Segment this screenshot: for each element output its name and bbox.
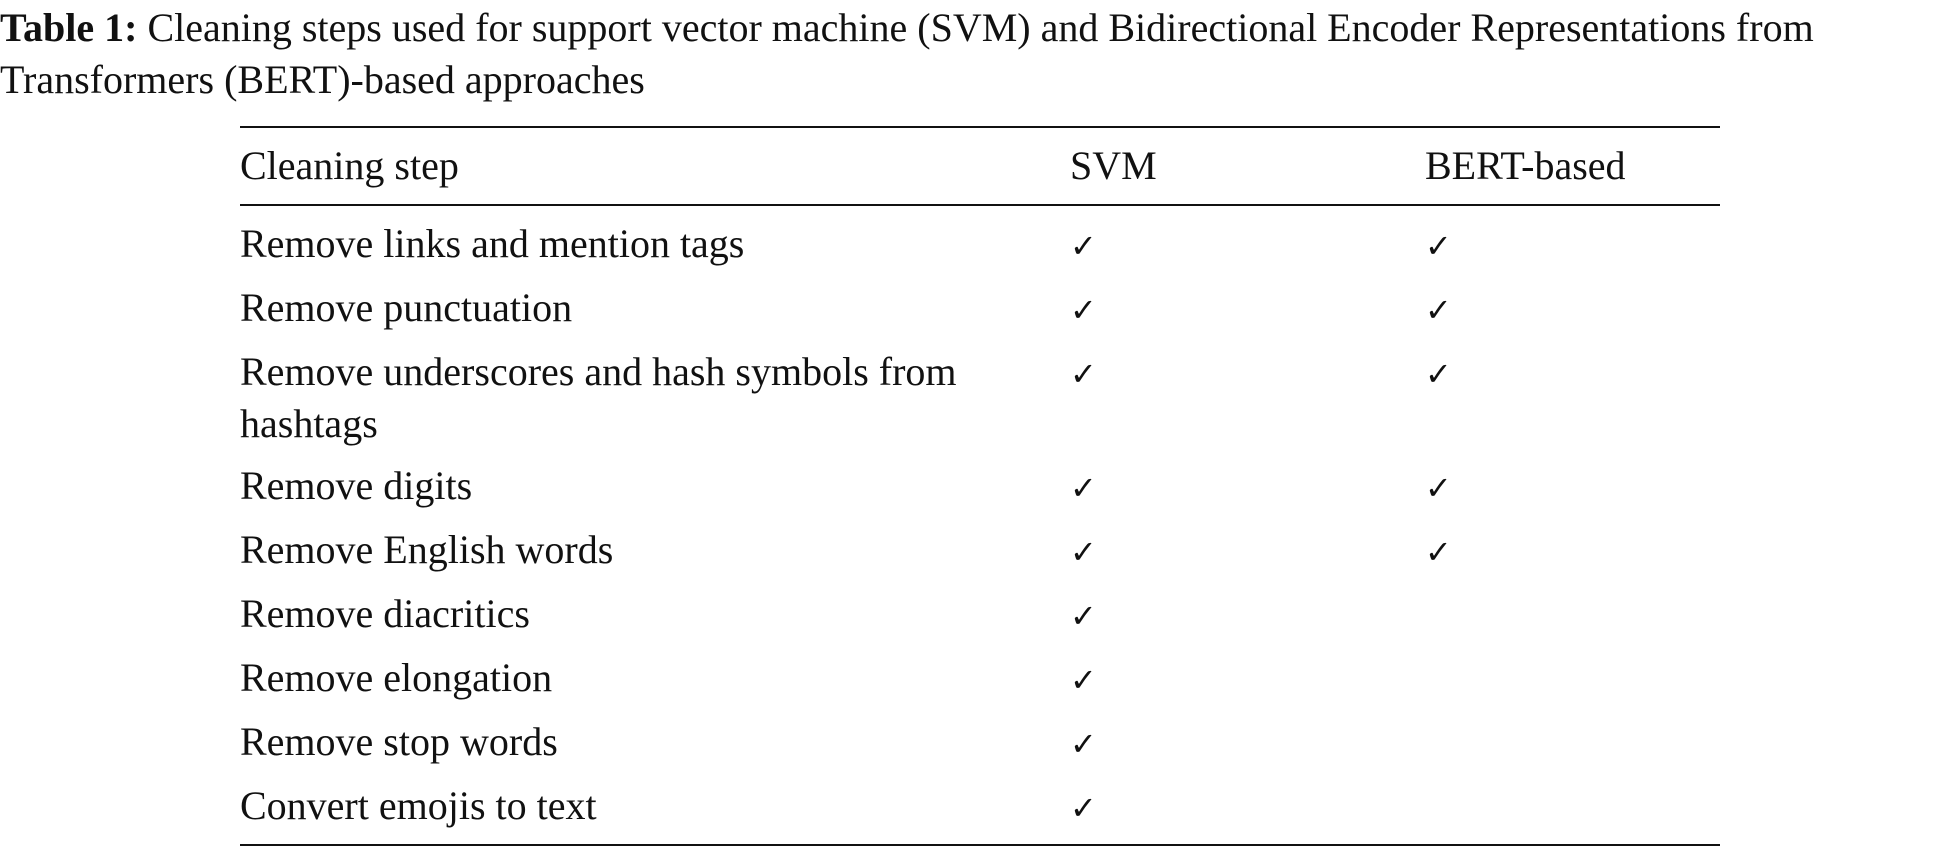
table-body: Remove links and mention tags ✓ ✓ Remove… xyxy=(240,205,1720,845)
cell-svm: ✓ xyxy=(1070,519,1425,583)
cell-bert xyxy=(1425,647,1720,711)
cell-step: Remove diacritics xyxy=(240,591,530,636)
checkmark-icon: ✓ xyxy=(1070,227,1097,265)
checkmark-icon: ✓ xyxy=(1070,469,1097,507)
checkmark-icon: ✓ xyxy=(1425,355,1452,393)
checkmark-icon: ✓ xyxy=(1070,789,1097,827)
cell-bert: ✓ xyxy=(1425,455,1720,519)
checkmark-icon: ✓ xyxy=(1425,469,1452,507)
checkmark-icon: ✓ xyxy=(1070,355,1097,393)
checkmark-icon: ✓ xyxy=(1425,533,1452,571)
cleaning-steps-table-container: Cleaning step SVM BERT-based Remove link… xyxy=(240,126,1720,846)
cell-svm: ✓ xyxy=(1070,583,1425,647)
checkmark-icon: ✓ xyxy=(1070,661,1097,699)
cell-step: Remove English words xyxy=(240,527,614,572)
cell-bert: ✓ xyxy=(1425,341,1720,455)
cell-svm: ✓ xyxy=(1070,205,1425,277)
cell-bert: ✓ xyxy=(1425,277,1720,341)
header-svm: SVM xyxy=(1070,143,1157,188)
cell-step: Remove stop words xyxy=(240,719,558,764)
table-row: Remove elongation ✓ xyxy=(240,647,1720,711)
cell-svm: ✓ xyxy=(1070,711,1425,775)
cell-bert xyxy=(1425,711,1720,775)
cell-svm: ✓ xyxy=(1070,647,1425,711)
cell-step: Remove punctuation xyxy=(240,285,573,330)
table-caption: Table 1: Cleaning steps used for support… xyxy=(0,2,1954,106)
cleaning-steps-table: Cleaning step SVM BERT-based Remove link… xyxy=(240,126,1720,846)
cell-svm: ✓ xyxy=(1070,277,1425,341)
table-row: Convert emojis to text ✓ xyxy=(240,775,1720,845)
checkmark-icon: ✓ xyxy=(1070,597,1097,635)
checkmark-icon: ✓ xyxy=(1070,725,1097,763)
cell-step: Remove elongation xyxy=(240,655,553,700)
table-row: Remove English words ✓ ✓ xyxy=(240,519,1720,583)
caption-text: Cleaning steps used for support vector m… xyxy=(0,5,1814,102)
header-row: Cleaning step SVM BERT-based xyxy=(240,127,1720,205)
table-row: Remove digits ✓ ✓ xyxy=(240,455,1720,519)
table-row: Remove stop words ✓ xyxy=(240,711,1720,775)
table-header: Cleaning step SVM BERT-based xyxy=(240,127,1720,205)
table-row: Remove underscores and hash symbols from… xyxy=(240,341,1720,455)
checkmark-icon: ✓ xyxy=(1070,291,1097,329)
header-cleaning-step: Cleaning step xyxy=(240,143,459,188)
table-row: Remove diacritics ✓ xyxy=(240,583,1720,647)
checkmark-icon: ✓ xyxy=(1425,227,1452,265)
cell-svm: ✓ xyxy=(1070,341,1425,455)
cell-step: Remove links and mention tags xyxy=(240,221,745,266)
cell-svm: ✓ xyxy=(1070,455,1425,519)
table-row: Remove links and mention tags ✓ ✓ xyxy=(240,205,1720,277)
cell-bert xyxy=(1425,775,1720,845)
cell-step: Remove underscores and hash symbols from… xyxy=(240,349,957,446)
cell-bert: ✓ xyxy=(1425,519,1720,583)
cell-svm: ✓ xyxy=(1070,775,1425,845)
cell-step: Remove digits xyxy=(240,463,473,508)
checkmark-icon: ✓ xyxy=(1070,533,1097,571)
cell-bert xyxy=(1425,583,1720,647)
cell-bert: ✓ xyxy=(1425,205,1720,277)
header-bert-based: BERT-based xyxy=(1425,143,1626,188)
cell-step: Convert emojis to text xyxy=(240,783,597,828)
table-row: Remove punctuation ✓ ✓ xyxy=(240,277,1720,341)
caption-label: Table 1: xyxy=(0,5,138,50)
checkmark-icon: ✓ xyxy=(1425,291,1452,329)
